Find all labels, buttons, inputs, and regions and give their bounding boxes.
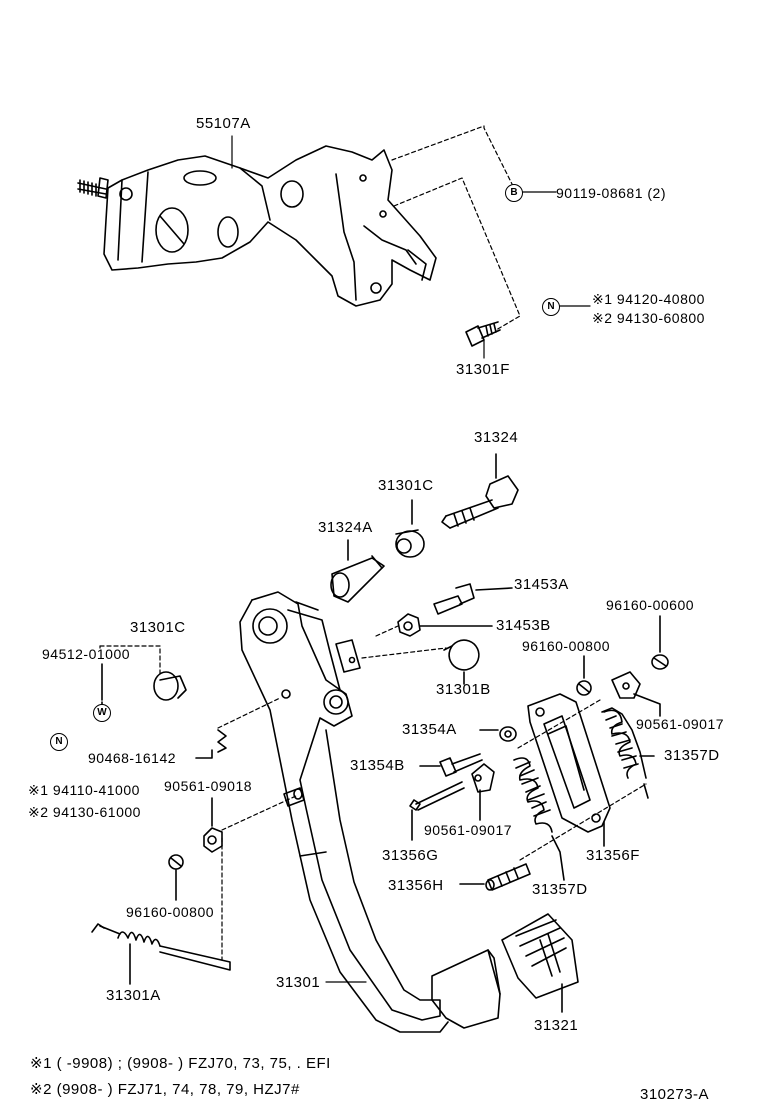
label-31354b: 31354B	[350, 757, 405, 774]
stopper-31301b	[443, 639, 480, 685]
label-31324a: 31324A	[318, 519, 373, 536]
label-96160-00800-left: 96160-00800	[126, 904, 215, 920]
label-31321: 31321	[534, 1017, 579, 1034]
label-31301f: 31301F	[456, 361, 510, 378]
badge-n-left: N	[50, 733, 68, 751]
label-31301c-top: 31301C	[378, 477, 434, 494]
pedal-bracket-55107a	[77, 145, 437, 307]
clip-90561-09017-lower	[471, 763, 495, 821]
pin-31356h	[459, 863, 531, 891]
sleeve-31324a	[330, 539, 385, 603]
label-31324: 31324	[474, 429, 519, 446]
label-94512-01000: 94512-01000	[42, 646, 131, 662]
bolt-31301f	[465, 321, 501, 347]
label-55107a: 55107A	[196, 115, 251, 132]
bolt-31324	[441, 453, 519, 529]
label-90561-09017-right: 90561-09017	[636, 716, 725, 732]
footnote-2: ※2 (9908- ) FZJ71, 74, 78, 79, HZJ7#	[30, 1081, 300, 1098]
pin-31354b	[419, 753, 483, 777]
spring-31357d-lower	[513, 757, 565, 881]
bracket-solid-leaders	[231, 135, 591, 359]
nut-31453b	[397, 613, 493, 637]
label-31356f: 31356F	[586, 847, 640, 864]
label-94120-40800: ※1 94120-40800	[592, 291, 705, 307]
label-96160-00600: 96160-00600	[606, 597, 695, 613]
bushing-31301c-top	[395, 499, 425, 558]
clip-90468-16142	[195, 729, 227, 759]
label-31301a: 31301A	[106, 987, 161, 1004]
pedal-dashed-leaders	[99, 625, 647, 961]
washer-96160-00800-right	[576, 655, 592, 696]
bushing-31301c-left	[101, 663, 187, 701]
label-96160-00800-right: 96160-00800	[522, 638, 611, 654]
label-90561-09018: 90561-09018	[164, 778, 253, 794]
label-31301c-left: 31301C	[130, 619, 186, 636]
spring-31357d-upper	[601, 707, 655, 799]
label-31354a: 31354A	[402, 721, 457, 738]
washer-96160-00600	[651, 615, 669, 670]
label-90119-08681: 90119-08681 (2)	[556, 185, 666, 201]
label-94110-41000: ※1 94110-41000	[28, 782, 140, 798]
diagram-code: 310273-A	[640, 1086, 710, 1103]
clutch-pedal-arm-31301	[239, 591, 501, 1033]
label-94130-61000: ※2 94130-61000	[28, 804, 141, 820]
label-90468-16142: 90468-16142	[88, 750, 177, 766]
label-31357d-lower: 31357D	[532, 881, 588, 898]
label-31357d-right: 31357D	[664, 747, 720, 764]
bracket-dashed-leaders	[391, 125, 521, 331]
clip-90561-09017-upper	[611, 671, 661, 717]
washer-96160-00800-left	[168, 854, 184, 901]
nut-31354a	[479, 726, 517, 742]
badge-n-top: N	[542, 298, 560, 316]
bolt-31453a	[433, 583, 513, 615]
return-spring-31301a	[91, 923, 231, 985]
pedal-pad-31321	[501, 913, 579, 1013]
footnote-1: ※1 ( -9908) ; (9908- ) FZJ70, 73, 75, . …	[30, 1055, 331, 1072]
label-31453a: 31453A	[514, 576, 569, 593]
label-31356g: 31356G	[382, 847, 439, 864]
bushing-90561-09018	[203, 797, 223, 853]
spring-holder-31356f	[527, 693, 611, 847]
label-90561-09017-lower: 90561-09017	[424, 822, 513, 838]
label-31453b: 31453B	[496, 617, 551, 634]
label-31356h: 31356H	[388, 877, 444, 894]
badge-w: W	[93, 704, 111, 722]
label-31301: 31301	[276, 974, 321, 991]
label-31301b: 31301B	[436, 681, 491, 698]
rod-31356g	[409, 781, 465, 841]
label-94130-60800: ※2 94130-60800	[592, 310, 705, 326]
badge-b: B	[505, 184, 523, 202]
